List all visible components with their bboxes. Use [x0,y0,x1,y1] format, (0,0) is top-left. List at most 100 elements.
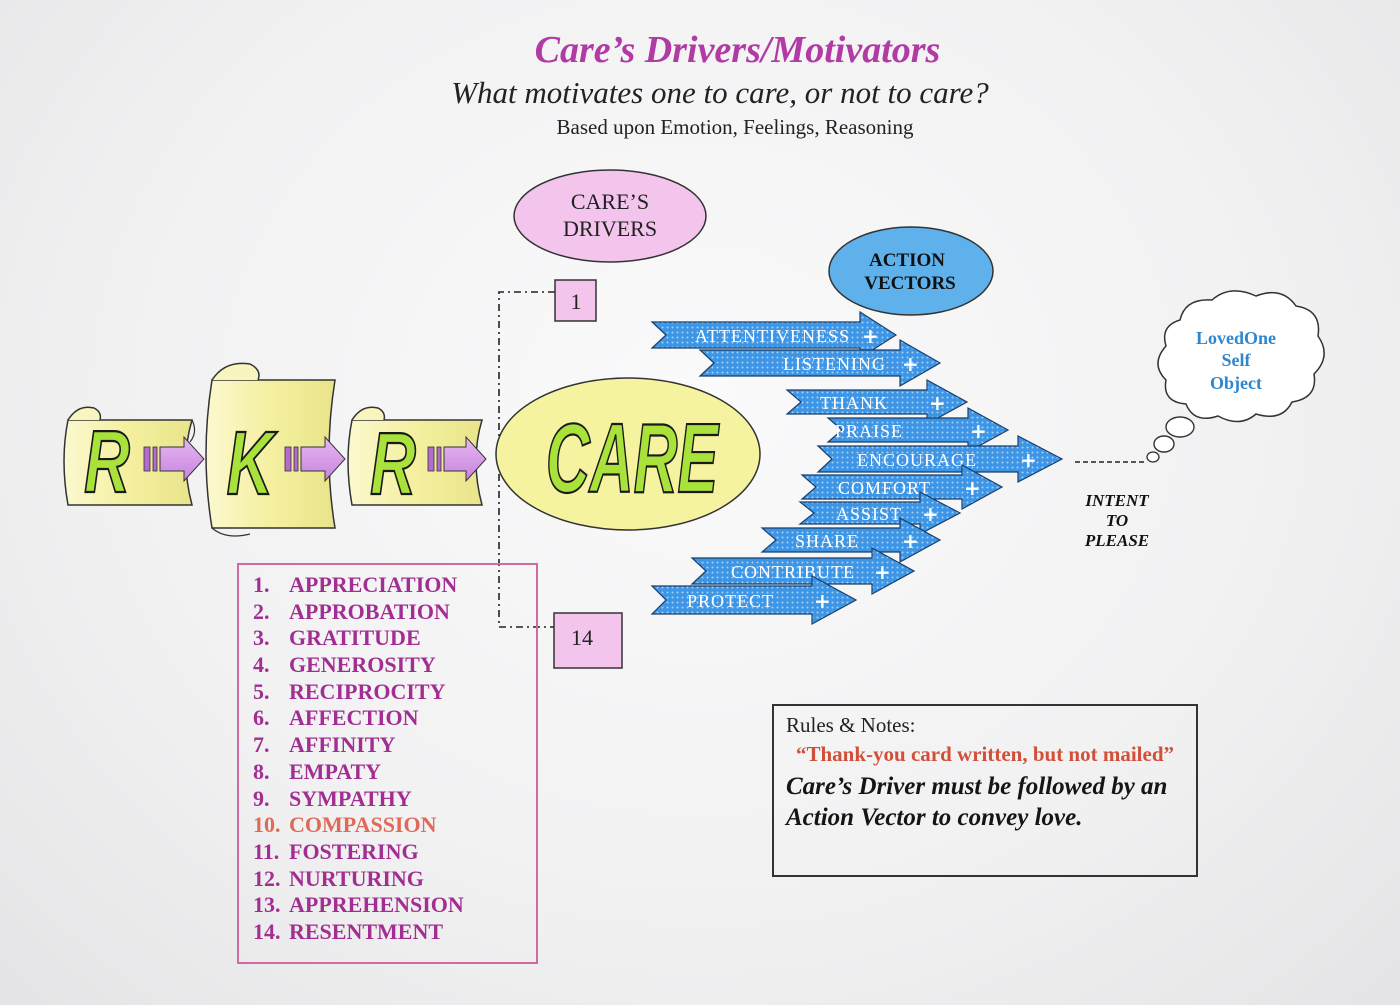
driver-label: APPREHENSION [289,892,464,918]
care-ellipse [495,377,761,531]
intent-line1: INTENT [1084,491,1149,510]
action-vectors-line2: VECTORS [864,273,956,294]
action-vector-label: CONTRIBUTE [731,562,855,582]
driver-number: 6. [253,705,270,731]
intent-line3: PLEASE [1084,531,1149,550]
intent-line2: TO [1106,511,1128,530]
driver-label: RESENTMENT [289,918,444,944]
action-vector-arrow: PROTECT + [650,574,858,626]
driver-item: 10. COMPASSION [253,812,536,839]
plus-icon: + [862,324,879,348]
driver-item: 5. RECIPROCITY [253,679,536,706]
driver-number: 12. [253,865,281,891]
driver-number: 2. [253,598,270,624]
driver-number: 4. [253,652,270,678]
connector-arrow-2 [284,435,346,483]
care-label: CARE [546,404,720,513]
scroll-r-right [347,406,484,506]
driver-item: 14. RESENTMENT [253,919,536,946]
driver-item: 6. AFFECTION [253,705,536,732]
driver-item: 7. AFFINITY [253,732,536,759]
action-vector-label: PRAISE [835,421,903,441]
driver-label: EMPATY [289,758,382,784]
thought-cloud [1146,290,1325,463]
action-vectors-group: ATTENTIVENESS+LISTENING+THANK+PRAISE+ENC… [650,310,1064,626]
plus-icon: + [814,589,831,613]
plus-icon: + [874,560,891,584]
page-subtitle: What motivates one to care, or not to ca… [451,75,989,110]
rules-notes-box: Rules & Notes: “Thank-you card written, … [772,704,1198,877]
driver-item: 9. SYMPATHY [253,786,536,813]
plus-icon: + [1020,448,1037,472]
action-vector-label: PROTECT [687,591,774,611]
action-vector-arrow: SHARE+ [760,516,942,564]
action-vector-arrow: PRAISE + [826,406,1010,454]
driver-label: APPRECIATION [289,572,458,597]
action-vector-label: THANK [820,393,888,413]
cloud-line3: Object [1210,373,1262,393]
plus-icon: + [929,391,946,415]
chain-letter-r2: R [370,416,416,514]
driver-number: 7. [253,732,270,758]
range-box-first-label: 1 [571,289,582,314]
driver-number: 14. [253,918,281,944]
action-vector-label: ENCOURAGE [857,450,977,470]
basis-note: Based upon Emotion, Feelings, Reasoning [556,115,914,139]
driver-label: COMPASSION [289,812,437,838]
driver-item: 12.NURTURING [253,866,536,893]
plus-icon: + [922,502,939,526]
cares-drivers-line2: DRIVERS [563,216,657,241]
driver-number: 10. [253,812,281,838]
driver-number: 8. [253,758,270,784]
driver-number: 11. [253,838,280,864]
action-vector-arrow: COMFORT + [800,463,1004,511]
driver-number: 3. [253,625,270,651]
driver-item: 3.GRATITUDE [253,625,536,652]
driver-item: 2. APPROBATION [253,599,536,626]
range-box-last-label: 14 [571,625,593,650]
scroll-k [205,362,336,537]
driver-number: 9. [253,785,270,811]
range-box-last [553,612,623,669]
action-vectors-bubble [828,226,994,316]
action-vector-label: SHARE [795,531,859,551]
driver-item: 13. APPREHENSION [253,892,536,919]
driver-label: AFFECTION [289,705,419,731]
cloud-line2: Self [1222,350,1252,370]
connector-arrow-1 [143,435,205,483]
driver-number: 1. [253,572,270,597]
chain-letter-k: K [227,413,278,514]
action-vectors-line1: ACTION [869,250,945,271]
action-vector-label: COMFORT [838,478,931,498]
notes-heading: Rules & Notes: [786,713,916,737]
action-vector-arrow: CONTRIBUTE + [690,546,916,596]
driver-label: RECIPROCITY [289,678,446,704]
range-box-first [554,279,597,322]
action-vector-label: ASSIST [836,504,902,524]
scroll-r-left [63,406,196,506]
driver-number: 5. [253,678,270,704]
action-vector-arrow: ATTENTIVENESS + [650,310,898,360]
driver-label: APPROBATION [289,598,450,624]
notes-quote: “Thank-you card written, but not mailed” [795,742,1175,766]
driver-item: 4. GENEROSITY [253,652,536,679]
plus-icon: + [970,419,987,443]
driver-number: 13. [253,892,281,918]
action-vector-arrow: LISTENING+ [698,338,942,388]
driver-item: 1. APPRECIATION [253,572,536,599]
driver-label: AFFINITY [289,732,396,758]
driver-item: 8. EMPATY [253,759,536,786]
notes-rule: Care’s Driver must be followed by an Act… [786,773,1168,831]
action-vector-label: LISTENING [783,354,886,374]
action-vector-label: ATTENTIVENESS [695,326,850,346]
plus-icon: + [964,476,981,500]
action-vector-arrow: ENCOURAGE + [816,435,1064,483]
connector-arrow-3 [427,435,487,483]
driver-label: FOSTERING [289,838,419,864]
driver-label: GENEROSITY [289,652,436,678]
driver-label: SYMPATHY [289,785,412,811]
